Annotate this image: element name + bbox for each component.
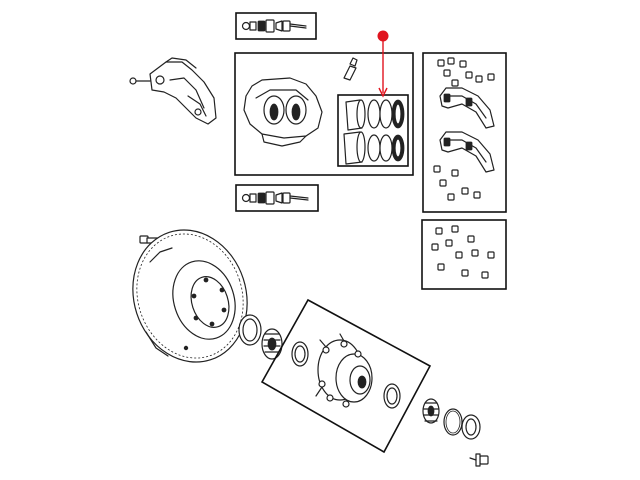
brake-rotor[interactable]: [116, 215, 264, 377]
bleeder-screw[interactable]: [343, 57, 358, 81]
hub-bearing-race[interactable]: [291, 341, 309, 367]
hub-seal[interactable]: [383, 383, 401, 409]
wheel-hub[interactable]: [315, 333, 373, 408]
callout-arrowhead: [378, 87, 388, 98]
seal-ring-3[interactable]: [367, 134, 381, 162]
snap-ring[interactable]: [443, 408, 463, 436]
outer-bearing-race[interactable]: [238, 314, 262, 346]
pad-clips-top[interactable]: [437, 57, 495, 87]
outer-wheel-bearing[interactable]: [261, 328, 283, 360]
guide-pin-kit-top[interactable]: [235, 12, 317, 40]
callout[interactable]: [377, 30, 389, 98]
pad-clips-bottom[interactable]: [433, 165, 481, 201]
piston-seal-kit-box[interactable]: [337, 94, 409, 167]
caliper-bracket[interactable]: [129, 57, 217, 125]
pad-hardware-kit-box[interactable]: [421, 219, 507, 290]
inner-wheel-bearing[interactable]: [422, 398, 440, 424]
callout-marker[interactable]: [377, 30, 389, 42]
seal-ring-4[interactable]: [379, 134, 393, 162]
hub-bolt[interactable]: [469, 453, 489, 467]
piston-lower[interactable]: [343, 131, 366, 165]
seal-ring-2[interactable]: [379, 99, 393, 129]
brake-pad-outer[interactable]: [439, 87, 495, 129]
piston-upper[interactable]: [345, 99, 366, 131]
grease-seal[interactable]: [461, 414, 481, 440]
brake-pad-kit-box[interactable]: [422, 52, 507, 213]
seal-ring-1[interactable]: [367, 99, 381, 129]
caliper-assembly-box[interactable]: [234, 52, 414, 176]
wheel-hub-box[interactable]: [260, 298, 432, 454]
guide-pin-kit-bottom[interactable]: [235, 184, 319, 212]
brake-pad-inner[interactable]: [439, 131, 495, 173]
caliper-housing[interactable]: [243, 77, 323, 147]
